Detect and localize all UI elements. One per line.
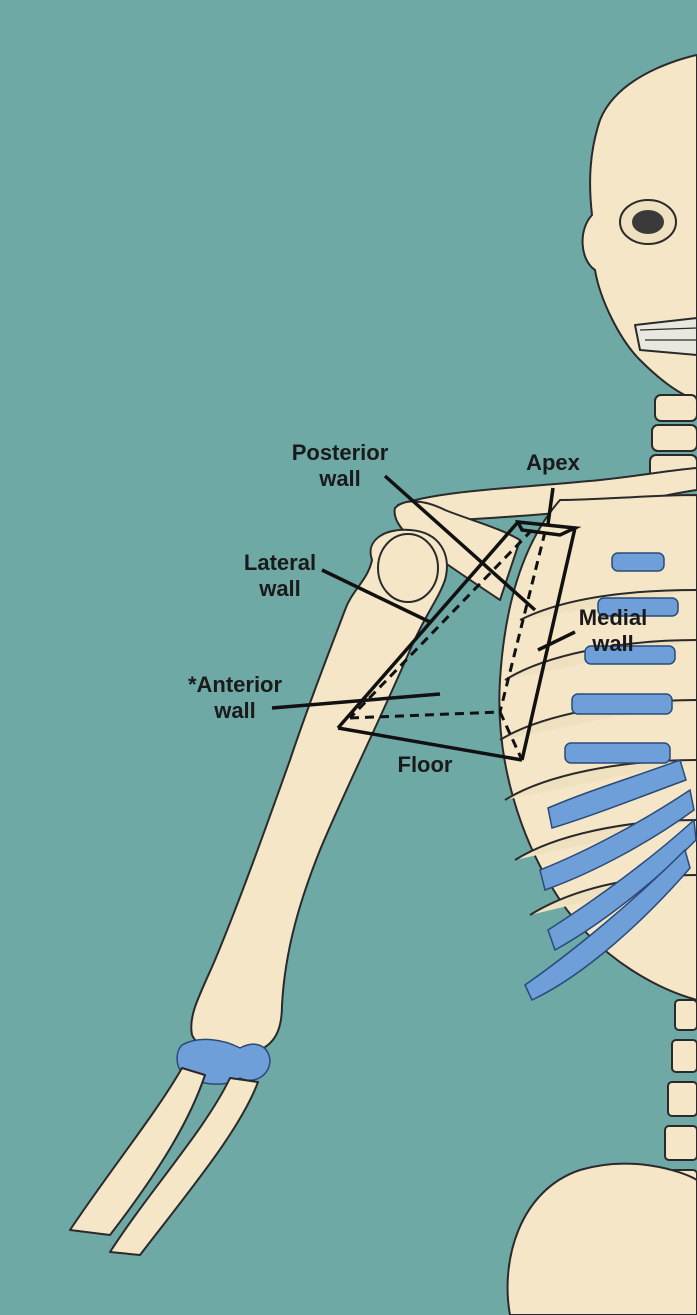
medial-wall-label: Medial wall	[548, 605, 678, 657]
posterior-wall-label: Posterior wall	[270, 440, 410, 492]
anterior-wall-label-line1: *Anterior	[160, 672, 310, 698]
lateral-wall-label: Lateral wall	[215, 550, 345, 602]
posterior-wall-label-line1: Posterior	[270, 440, 410, 466]
anterior-wall-label: *Anterior wall	[160, 672, 310, 724]
medial-wall-label-line1: Medial	[548, 605, 678, 631]
posterior-wall-label-line2: wall	[270, 466, 410, 492]
apex-label: Apex	[508, 450, 598, 476]
humeral-head	[378, 534, 438, 602]
anterior-wall-label-line2: wall	[160, 698, 310, 724]
floor-label-text: Floor	[375, 752, 475, 778]
lateral-wall-label-line2: wall	[215, 576, 345, 602]
lateral-wall-label-line1: Lateral	[215, 550, 345, 576]
floor-label: Floor	[375, 752, 475, 778]
medial-wall-label-line2: wall	[548, 631, 678, 657]
apex-label-text: Apex	[508, 450, 598, 476]
